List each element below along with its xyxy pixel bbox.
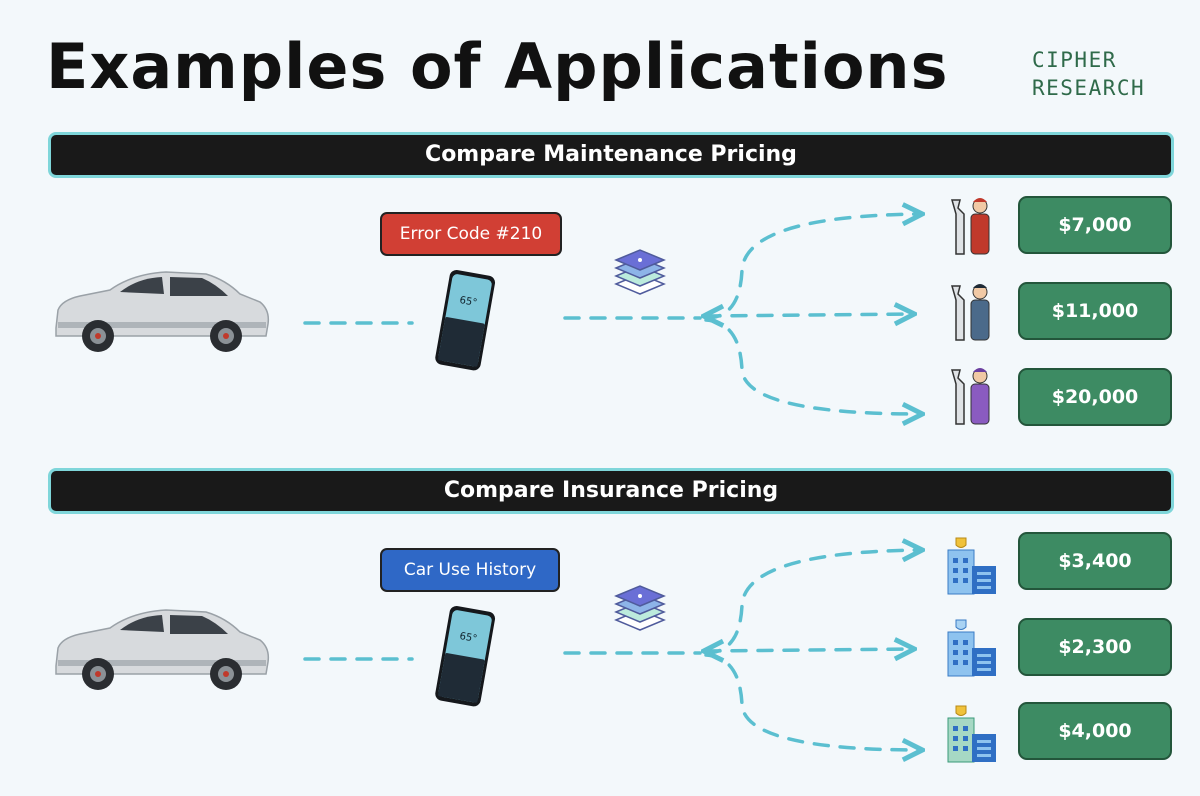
arrow-to-provider-1: [704, 214, 920, 320]
mechanic-icon: [951, 368, 990, 425]
svg-text:65°: 65°: [459, 631, 478, 645]
price-badge: $3,400: [1018, 532, 1172, 590]
data-layers-icon: [614, 249, 666, 295]
arrow-to-provider-2: [706, 649, 912, 651]
arrow-to-provider-3: [704, 653, 920, 750]
brand-line-2: RESEARCH: [1032, 76, 1146, 100]
office-building-icon: [947, 705, 996, 763]
car-icon: [55, 609, 270, 690]
data-layers-icon: [614, 585, 666, 631]
brand-line-1: CIPHER: [1032, 48, 1117, 72]
svg-text:65°: 65°: [459, 295, 478, 309]
arrow-to-provider-2: [706, 314, 912, 316]
price-badge: $7,000: [1018, 196, 1172, 254]
smartphone-icon: 65°: [435, 606, 496, 707]
car-icon: [55, 271, 270, 352]
section-header-insurance: Compare Insurance Pricing: [48, 468, 1174, 514]
arrow-to-provider-3: [704, 318, 920, 414]
price-badge: $20,000: [1018, 368, 1172, 426]
use-history-tag: Car Use History: [380, 548, 560, 592]
mechanic-icon: [951, 284, 990, 341]
smartphone-icon: 65°: [435, 270, 496, 371]
price-badge: $11,000: [1018, 282, 1172, 340]
office-building-icon: [947, 619, 996, 677]
page-title: Examples of Applications: [46, 30, 949, 103]
section-header-maintenance: Compare Maintenance Pricing: [48, 132, 1174, 178]
error-code-tag: Error Code #210: [380, 212, 562, 256]
price-badge: $4,000: [1018, 702, 1172, 760]
arrow-to-provider-1: [704, 550, 920, 655]
mechanic-icon: [951, 198, 990, 255]
brand-logo: CIPHER RESEARCH: [1032, 46, 1172, 102]
office-building-icon: [947, 537, 996, 595]
price-badge: $2,300: [1018, 618, 1172, 676]
